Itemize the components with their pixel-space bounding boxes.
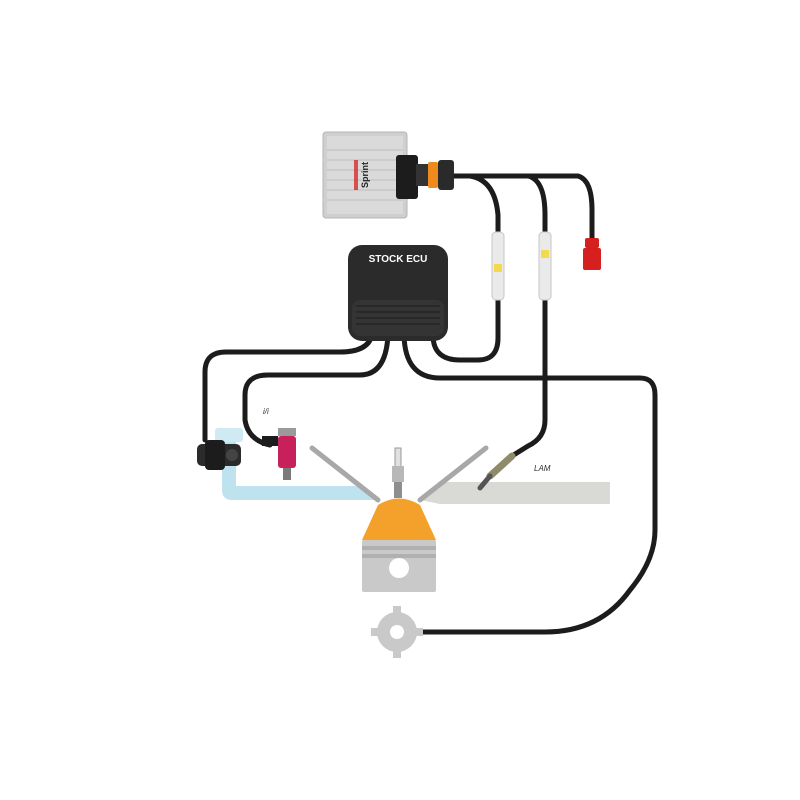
- combustion-chamber: [362, 498, 436, 540]
- intake-pipe: [215, 428, 375, 500]
- spark-plug: [392, 447, 404, 498]
- lambda-label: LAM: [534, 464, 551, 473]
- wire-lambda: [509, 297, 548, 459]
- red-terminal: [583, 238, 601, 270]
- fuel-injector: [262, 428, 296, 480]
- exhaust-valve: [417, 445, 489, 503]
- fuse-holder-2: [538, 231, 552, 301]
- wire-branch-fuse2: [467, 173, 548, 235]
- lambda-sensor: [477, 452, 516, 491]
- module-brand: Sprint: [360, 162, 370, 188]
- map-sensor: [197, 440, 241, 470]
- module-connector: [396, 155, 454, 199]
- injector-label: i/i: [263, 407, 269, 416]
- wire-injector: [242, 332, 391, 448]
- stock-ecu: STOCK ECU: [348, 245, 448, 341]
- crank-sensor: [371, 606, 423, 658]
- intake-valve: [309, 445, 381, 503]
- wire-crank-sensor: [401, 332, 658, 635]
- fuse-holder-1: [491, 231, 505, 301]
- wire-branch-fuse1: [467, 173, 501, 235]
- exhaust-pipe: [420, 482, 610, 504]
- module-unit: Sprint: [322, 131, 408, 219]
- wire-branch-terminal: [525, 173, 595, 243]
- wire-ecu-fuse1: [430, 297, 501, 363]
- wire-map-sensor: [202, 332, 375, 443]
- piston: [362, 540, 436, 592]
- wiring-harness: [202, 173, 658, 635]
- ecu-label: STOCK ECU: [369, 254, 428, 265]
